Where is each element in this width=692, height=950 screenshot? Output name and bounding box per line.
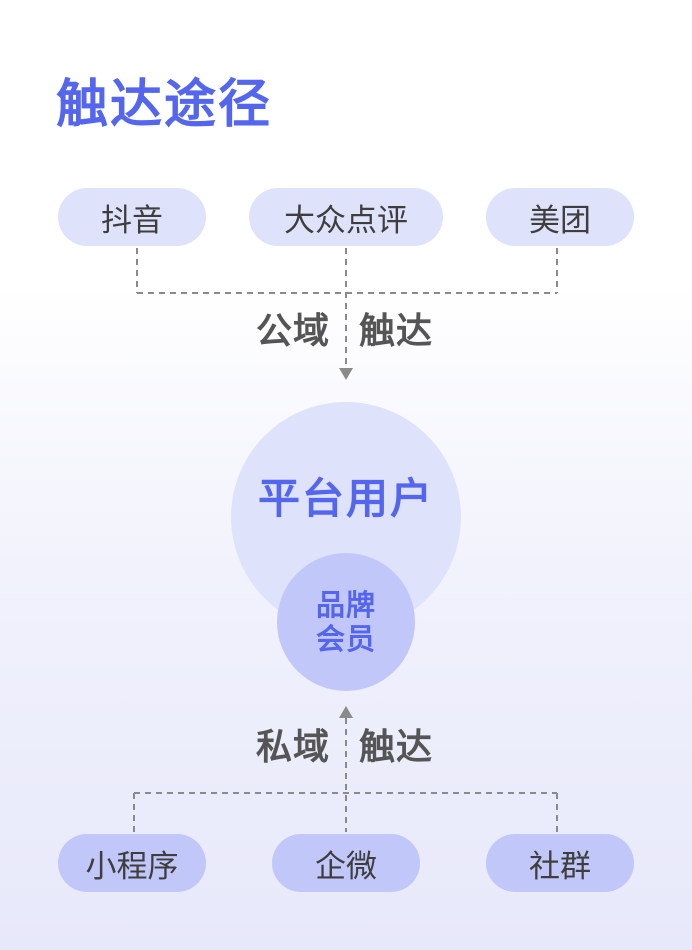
arrow-down-icon bbox=[339, 368, 353, 380]
channel-dianping: 大众点评 bbox=[249, 188, 443, 246]
arrow-up-icon bbox=[339, 706, 353, 718]
channel-meituan: 美团 bbox=[486, 188, 634, 246]
channel-miniprogram: 小程序 bbox=[58, 834, 206, 892]
channel-douyin: 抖音 bbox=[58, 188, 206, 246]
channel-community: 社群 bbox=[486, 834, 634, 892]
private-reach-label: 触达 bbox=[359, 727, 434, 768]
private-domain-label: 私域 bbox=[256, 727, 331, 768]
brand-members-line2: 会员 bbox=[315, 622, 376, 656]
brand-members-line1: 品牌 bbox=[315, 588, 376, 622]
page-title: 触达途径 bbox=[56, 75, 273, 135]
platform-users-label: 平台用户 bbox=[257, 474, 434, 523]
public-domain-label: 公域 bbox=[256, 311, 331, 352]
public-reach-label: 触达 bbox=[359, 311, 434, 352]
channel-wecom: 企微 bbox=[272, 834, 420, 892]
brand-members-circle: 品牌 会员 bbox=[277, 553, 415, 691]
